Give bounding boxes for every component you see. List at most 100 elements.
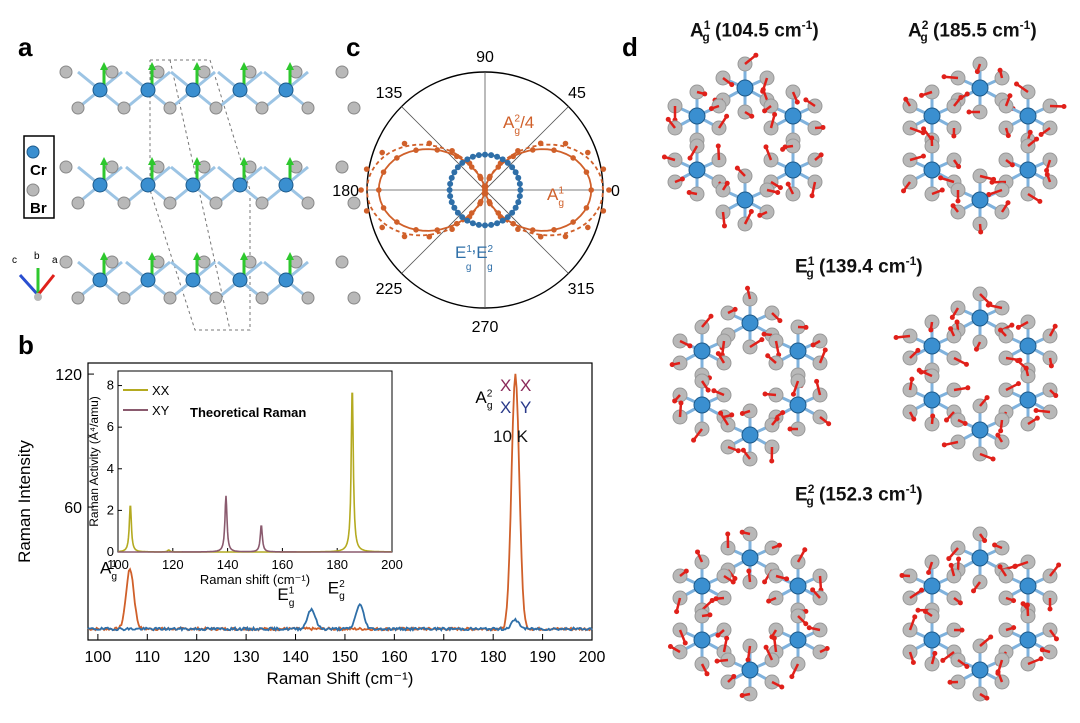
spin-arrowhead [100,157,108,165]
polar-point-ag [529,227,536,233]
displacement-arrowhead [912,614,918,620]
inset-legend-xy: XY [152,403,170,418]
displacement-arrowhead [711,388,717,394]
displacement-arrowhead [938,175,944,181]
cr-atom [971,421,989,439]
inset-y-tick-label: 2 [107,502,114,517]
displacement-arrowhead [965,385,971,391]
displacement-arrowhead [749,113,755,119]
displacement-arrowhead [1038,131,1044,137]
displacement-arrowhead [809,193,815,199]
spin-arrowhead [193,252,201,260]
displacement-arrowhead [951,133,957,139]
polar-point-ag [449,147,455,154]
br-atom [71,291,85,305]
spin-arrowhead [286,157,294,165]
displacement-arrowhead [995,432,1001,438]
inset-title: Theoretical Raman [190,405,306,420]
polar-angle-label: 45 [568,85,586,102]
displacement-arrowhead [991,176,997,182]
displacement-arrowhead [769,458,775,464]
displacement-arrowhead [956,164,962,170]
displacement-arrowhead [708,313,714,319]
crystal-structure-figure: Cr Br c b a [12,59,361,331]
cr-atom [688,161,706,179]
polar-angle-label: 225 [376,281,403,298]
inset-x-tick-label: 100 [107,557,129,572]
displacement-arrowhead [903,96,909,102]
polar-point-ag [380,169,387,175]
displacement-arrowhead [739,693,745,699]
displacement-arrowhead [826,421,832,427]
displacement-arrowhead [721,223,727,229]
main-y-tick-label: 60 [64,500,82,517]
br-atom [335,160,349,174]
displacement-arrowhead [1039,647,1045,653]
displacement-arrowhead [763,144,769,150]
polar-point-ag [380,205,387,211]
br-atom [71,196,85,210]
cr-atom [140,177,156,193]
polar-point-ag [570,155,576,161]
main-x-tick-label: 200 [579,649,606,666]
displacement-arrowhead [1024,602,1030,608]
inset-frame [117,370,393,553]
polar-curve-eg [448,153,522,227]
displacement-arrowhead [777,542,783,548]
main-x-tick-label: 160 [381,649,408,666]
polar-angle-label: 270 [472,319,499,336]
main-x-tick-label: 180 [480,649,507,666]
displacement-arrowhead [1053,636,1059,642]
main-y-axis-label: Raman Intensity [15,440,34,563]
polar-point-ag [449,226,455,233]
displacement-arrowhead [691,437,697,443]
displacement-arrowhead [948,326,954,332]
br-atom [163,196,177,210]
displacement-arrowhead [757,212,763,218]
cr-atom [741,426,759,444]
inset-x-axis-label: Raman shift (cm⁻¹) [200,572,310,587]
displacement-arrowhead [777,185,783,191]
displacement-arrowhead [990,456,996,462]
cr-atom [736,191,754,209]
cr-atom [784,161,802,179]
displacement-arrowhead [665,116,671,122]
polar-point-ag [477,175,484,182]
mode-title-eg2: E2g (152.3 cm-1) [795,482,923,509]
main-x-tick-label: 130 [233,649,260,666]
displacement-arrowhead [822,347,828,353]
displacement-arrowhead [1023,365,1029,371]
inset-y-tick-label: 6 [107,419,114,434]
displacement-arrowhead [1034,415,1040,421]
br-atom [347,101,361,115]
polar-angle-label: 135 [376,85,403,102]
polar-point-ag [537,140,544,147]
displacement-arrowhead [962,421,968,427]
displacement-arrowhead [1007,93,1013,99]
displacement-arrowhead [753,52,759,58]
displacement-arrowhead [695,549,701,555]
main-x-tick-label: 150 [332,649,359,666]
displacement-arrowhead [946,556,952,562]
displacement-arrowhead [724,113,730,119]
axis-triad: c b a [12,251,58,301]
polar-point-ag [426,233,433,240]
main-series-XY [87,602,593,633]
displacement-arrowhead [958,94,964,100]
displacement-arrowhead [777,318,783,324]
mode-title-ag1: A1g (104.5 cm-1) [690,18,819,45]
displacement-arrowhead [997,67,1003,73]
cr-atom [92,82,108,98]
displacement-arrowhead [1009,162,1015,168]
displacement-arrowhead [718,410,724,416]
displacement-arrowhead [940,657,946,663]
displacement-arrowhead [824,645,830,651]
displacement-arrowhead [704,671,710,677]
displacement-arrowhead [803,324,809,330]
polar-point-ag [570,219,576,225]
br-atom [335,65,349,79]
polar-point-ag [562,233,569,240]
displacement-arrowhead [715,632,721,638]
